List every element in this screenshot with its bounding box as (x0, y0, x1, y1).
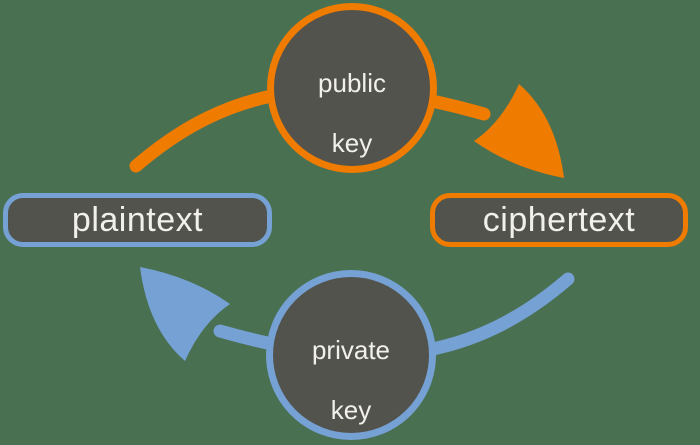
decrypt-arrowhead-icon (140, 267, 230, 361)
ciphertext-node: ciphertext (430, 193, 688, 247)
public-key-label-line1: public (318, 68, 386, 98)
plaintext-label: plaintext (71, 200, 204, 239)
public-key-label: public key (318, 38, 386, 188)
plaintext-node: plaintext (3, 193, 272, 247)
encrypt-arrowhead-icon (474, 84, 564, 178)
private-key-label-line1: private (311, 335, 391, 365)
public-key-node: public key (267, 3, 437, 173)
private-key-node: private key (266, 270, 436, 440)
private-key-label: private key (312, 305, 390, 445)
public-key-label-line2: key (331, 128, 373, 158)
ciphertext-label: ciphertext (482, 200, 636, 239)
private-key-label-line2: key (330, 395, 372, 425)
